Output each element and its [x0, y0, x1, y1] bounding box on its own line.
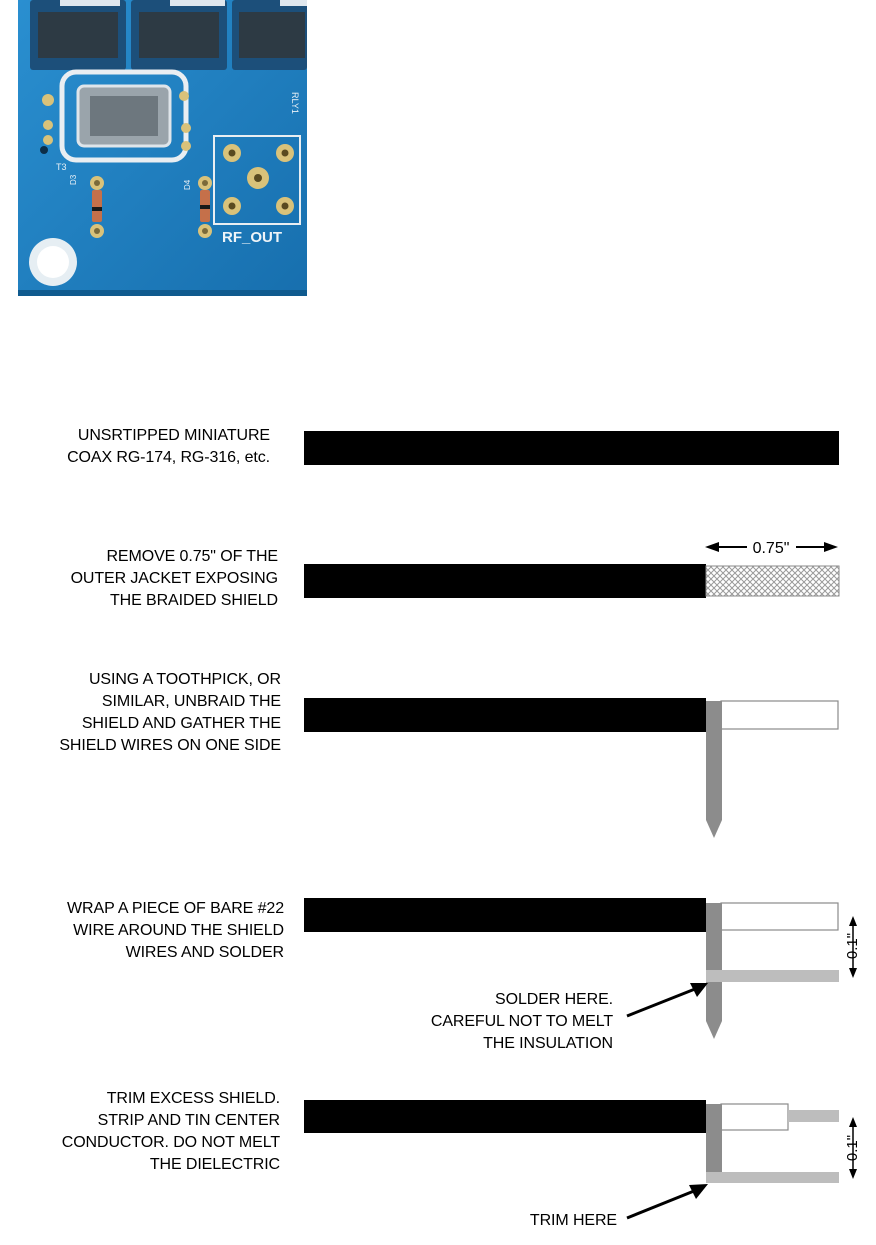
rf-out-footprint: [213, 135, 301, 225]
transformer-t3: [40, 69, 191, 163]
trim-callout: TRIM HERE: [529, 1212, 617, 1229]
shield-stub-step5: [706, 1104, 722, 1172]
silkscreen-rf-out: RF_OUT: [222, 229, 282, 246]
silkscreen-d4: D4: [183, 179, 192, 190]
tinned-center-conductor: [788, 1110, 839, 1122]
diode-d4: [198, 176, 212, 238]
dimension-arrow-0.1-step4: [849, 916, 857, 978]
dielectric-step4: [720, 902, 839, 931]
step3-label: USING A TOOTHPICK, OR SIMILAR, UNBRAID T…: [59, 671, 281, 754]
coax-step2: 0.75": [304, 540, 840, 598]
dielectric-step5: [720, 1103, 789, 1131]
mounting-hole: [29, 238, 77, 286]
dimension-arrow-0.1-step5: [849, 1117, 857, 1179]
callout-arrow-trim: [626, 1184, 708, 1220]
silkscreen-t3: T3: [56, 162, 67, 172]
silkscreen-d3: D3: [69, 174, 78, 185]
solder-callout: SOLDER HERE. CAREFUL NOT TO MELT THE INS…: [430, 991, 613, 1052]
coax-jacket-step1: [304, 431, 839, 465]
dimension-arrow-0.75: [705, 542, 838, 552]
coax-jacket-step3: [304, 698, 706, 732]
dimension-label-0.1-step5: 0.1": [844, 1135, 861, 1161]
relay-components: [30, 0, 307, 70]
coax-step4: 0.1": [304, 898, 861, 1039]
diode-d3: [90, 176, 104, 238]
dielectric-step3: [720, 700, 839, 730]
dimension-label-0.75: 0.75": [753, 540, 790, 557]
step4-label: WRAP A PIECE OF BARE #22 WIRE AROUND THE…: [67, 900, 284, 961]
coax-jacket-step4: [304, 898, 706, 932]
shield-pigtail-step3: [706, 701, 722, 838]
braided-shield: [705, 565, 840, 597]
coax-step3: [304, 698, 839, 838]
callout-arrow-solder: [626, 983, 708, 1018]
silkscreen-rly1: RLY1: [290, 92, 300, 114]
coax-jacket-step5: [304, 1100, 706, 1133]
bare-wire-step5: [706, 1172, 839, 1183]
step5-label: TRIM EXCESS SHIELD. STRIP AND TIN CENTER…: [61, 1090, 280, 1173]
step1-label: UNSRTIPPED MINIATURE COAX RG-174, RG-316…: [67, 427, 270, 466]
coax-step5: 0.1": [304, 1100, 861, 1220]
pcb-board: T3 RLY1 D3 D4: [18, 0, 307, 296]
dimension-label-0.1-step4: 0.1": [844, 933, 861, 959]
step2-label: REMOVE 0.75" OF THE OUTER JACKET EXPOSIN…: [70, 548, 279, 609]
bare-wire-step4: [706, 970, 839, 982]
coax-jacket-step2: [304, 564, 706, 598]
